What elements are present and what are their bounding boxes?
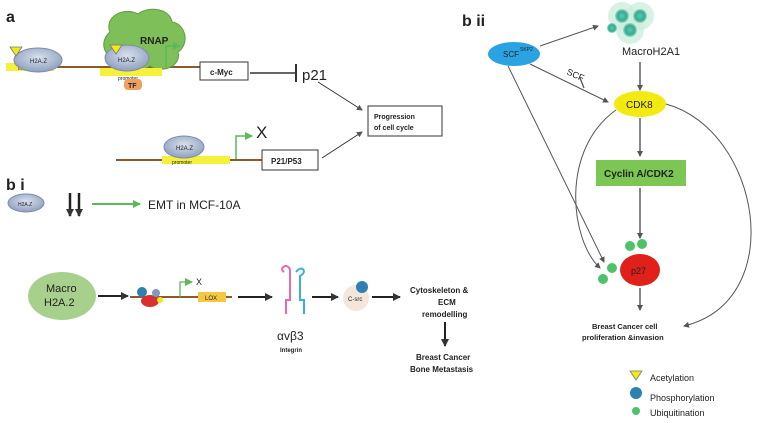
cmyc-box xyxy=(199,61,249,81)
metastasis-line-1: Breast Cancer xyxy=(416,353,470,362)
macroh2a1-ub xyxy=(607,23,617,33)
h2az-nucleosome-4 xyxy=(7,193,45,213)
scf-small-label: SCF xyxy=(565,67,586,84)
panel-label-bii: b ii xyxy=(462,13,485,30)
scf-label: SCF xyxy=(503,50,519,59)
lox-gene-box xyxy=(198,292,226,302)
ubiquitin-mark xyxy=(637,239,647,249)
integrin-alpha xyxy=(281,265,291,314)
h2az-label-3: H2A.Z xyxy=(176,146,193,152)
progression-line-2: of cell cycle xyxy=(374,125,414,132)
tf-factor xyxy=(124,79,142,90)
p27-node xyxy=(620,254,660,286)
promoter-region-2 xyxy=(162,156,230,164)
cyclin-cdk2-box xyxy=(596,160,686,186)
csrc-phosphorylation xyxy=(356,281,368,293)
h2az-label-2: H2A.Z xyxy=(118,58,135,64)
macro-label-1: Macro xyxy=(46,283,77,295)
legend-acetylation: Acetylation xyxy=(650,373,694,383)
outcome-line-1: Breast Cancer cell xyxy=(592,322,657,331)
macro-label-2: H2A.2 xyxy=(44,297,75,309)
integrin-beta xyxy=(295,267,305,314)
p21p53-box xyxy=(261,149,319,171)
cytoskeleton-line-1: Cytoskeleton & xyxy=(410,286,468,295)
transcription-arrow-3 xyxy=(179,278,193,297)
h2az-nucleosome-3 xyxy=(163,135,205,159)
progression-line-1: Progression xyxy=(374,114,415,121)
ubiquitin-mark xyxy=(598,274,608,284)
legend-ubiquitination-icon xyxy=(632,407,640,415)
inhibition-x-1: X xyxy=(256,123,267,142)
transcription-arrow-1 xyxy=(165,42,181,67)
arrow-cdk8-p27-curve xyxy=(575,109,617,269)
transcription-arrow-2 xyxy=(235,132,253,159)
cdk8-node xyxy=(614,91,666,117)
cyclin-label: Cyclin A/CDK2 xyxy=(604,169,674,180)
legend-acetylation-icon xyxy=(629,370,643,381)
ubiquitin-mark xyxy=(607,263,617,273)
scf-inhibit-tick xyxy=(579,77,585,89)
lox-label: LOX xyxy=(205,296,217,302)
nucleosome-blue xyxy=(152,289,160,297)
p27-label: p27 xyxy=(631,266,646,276)
rnap-label: RNAP xyxy=(140,36,169,47)
legend-phosphorylation-icon xyxy=(630,387,642,399)
tf-label: TF xyxy=(128,83,137,90)
promoter-region-1 xyxy=(100,68,162,76)
macro-h2a2-node xyxy=(28,272,96,320)
arrow-scf-cdk8 xyxy=(529,63,609,103)
avb3-label: αvβ3 xyxy=(277,329,304,343)
promoter-label-2: promoter xyxy=(172,160,192,166)
cdk8-label: CDK8 xyxy=(626,100,653,111)
macroh2a1-ub xyxy=(633,9,647,23)
skp2-label: SKP2 xyxy=(520,47,533,53)
arrow-scf-macroh2a1 xyxy=(539,24,599,47)
arrow-p21-progression xyxy=(317,81,363,111)
legend-ubiquitination: Ubiquitination xyxy=(650,408,705,418)
h2az-label-4: H2A.Z xyxy=(18,202,32,208)
cytoskeleton-line-2: ECM xyxy=(438,298,456,307)
scf-skp2-node xyxy=(488,42,540,66)
cytoskeleton-line-3: remodelling xyxy=(422,310,467,319)
acetylation-mark xyxy=(157,297,163,303)
panel-label-a: a xyxy=(6,9,15,26)
integrin-label: Integrin xyxy=(280,348,302,354)
macroh2a1-label: MacroH2A1 xyxy=(622,46,680,58)
panel-label-bi: b i xyxy=(6,177,25,194)
progression-box xyxy=(367,105,443,137)
arrow-p21p53-progression xyxy=(321,131,363,159)
h2az-label-1: H2A.Z xyxy=(30,59,47,65)
p21p53-label: P21/P53 xyxy=(271,157,302,166)
arrow-cdk8-outcome-curve xyxy=(665,103,752,328)
emt-label: EMT in MCF-10A xyxy=(148,198,240,212)
arrow-scf-p27 xyxy=(507,65,605,263)
metastasis-line-2: Bone Metastasis xyxy=(410,365,474,374)
cmyc-label: c-Myc xyxy=(210,68,233,77)
csrc-label: C-src xyxy=(348,297,362,303)
nucleosome-red xyxy=(141,295,159,307)
ubiquitin-mark xyxy=(625,241,635,251)
macroh2a1-ub xyxy=(623,23,637,37)
macroh2a1-ub xyxy=(615,9,629,23)
phosphorylation-mark xyxy=(137,287,147,297)
p21-label: p21 xyxy=(302,67,327,84)
legend-phosphorylation: Phosphorylation xyxy=(650,393,715,403)
acetylation-icon xyxy=(9,46,23,57)
acetylation-icon xyxy=(109,44,123,55)
h2az-nucleosome-1 xyxy=(13,47,63,73)
inhibition-x-2: X xyxy=(196,277,202,287)
outcome-line-2: proliferation &invasion xyxy=(582,333,664,342)
